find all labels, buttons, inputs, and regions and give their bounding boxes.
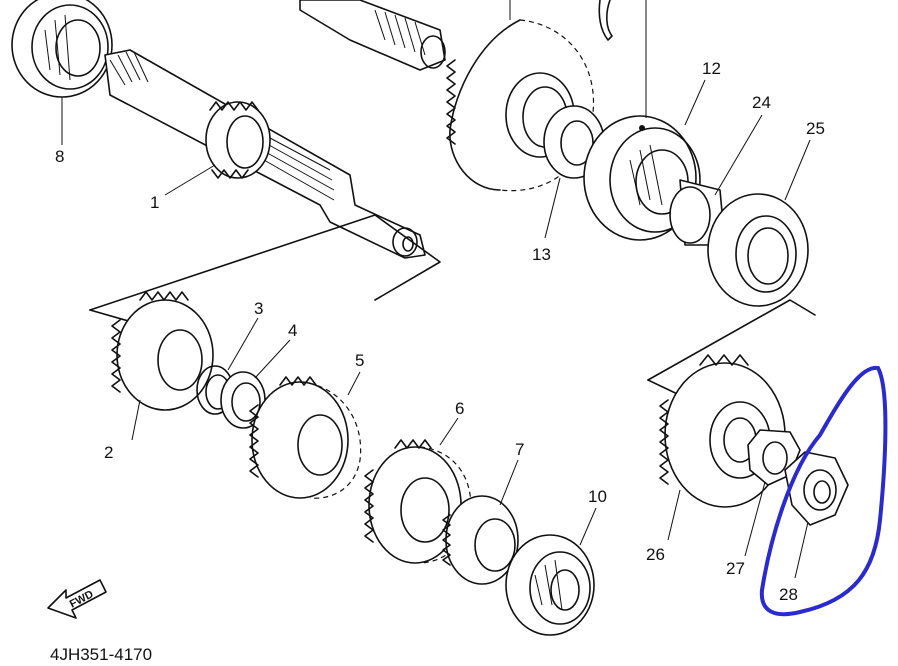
nut-28	[784, 451, 849, 526]
fwd-label: FWD	[68, 588, 96, 610]
callout-2: 2	[104, 443, 113, 462]
callout-labels: 1 2 3 4 5 6 7 8 10 12 13 24 25 26 27 28	[55, 59, 825, 604]
oil-seal-25	[707, 193, 809, 307]
callout-7: 7	[515, 440, 524, 459]
callout-3: 3	[254, 299, 263, 318]
circlip-top	[598, 0, 613, 41]
gear-7	[442, 495, 519, 585]
callout-8: 8	[55, 147, 64, 166]
callout-13: 13	[532, 245, 551, 264]
main-axle-1	[104, 49, 426, 259]
bearing-8	[11, 0, 113, 98]
callout-24: 24	[752, 93, 771, 112]
drive-axle-end	[299, 0, 446, 71]
callout-4: 4	[288, 321, 297, 340]
callout-27: 27	[726, 559, 745, 578]
callout-26: 26	[646, 545, 665, 564]
callout-6: 6	[455, 399, 464, 418]
bearing-12	[583, 115, 701, 241]
bearing-10	[505, 534, 595, 636]
highlight-loop	[759, 365, 888, 617]
callout-25: 25	[806, 119, 825, 138]
gear-2	[111, 291, 214, 411]
callout-10: 10	[588, 487, 607, 506]
callout-1: 1	[150, 193, 159, 212]
callout-5: 5	[355, 351, 364, 370]
part-code: 4JH351-4170	[50, 645, 152, 664]
callout-12: 12	[702, 59, 721, 78]
gear-5	[249, 376, 362, 499]
fwd-arrow-icon: FWD	[47, 579, 107, 619]
callout-28: 28	[779, 585, 798, 604]
leader-lines	[61, 0, 811, 579]
